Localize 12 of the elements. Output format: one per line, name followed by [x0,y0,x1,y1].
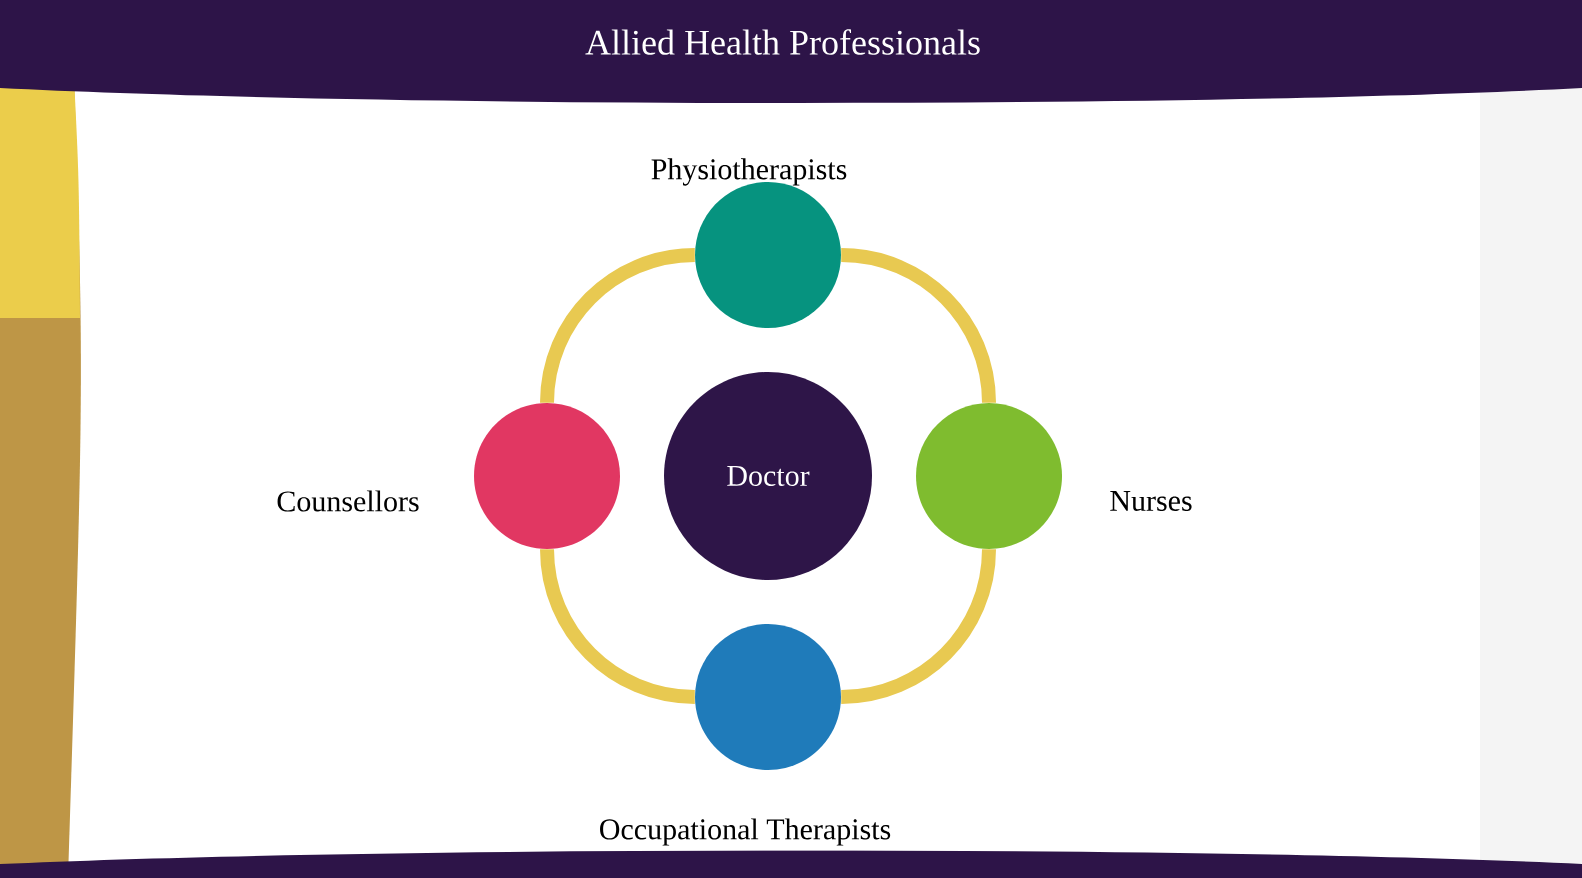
circle-label: Physiotherapists [651,158,847,186]
title: Allied Health Professionals [585,29,980,55]
circle [695,624,841,770]
ring-arc [840,248,996,404]
ring-arc [540,548,696,704]
circle-label: Counsellors [277,490,419,512]
ring-arc [840,548,996,704]
circle-label: Occupational Therapists [600,818,891,846]
ring-arc [540,248,696,404]
circle [916,403,1062,549]
circle [474,403,620,549]
circle-label: Nurses [1110,491,1192,511]
